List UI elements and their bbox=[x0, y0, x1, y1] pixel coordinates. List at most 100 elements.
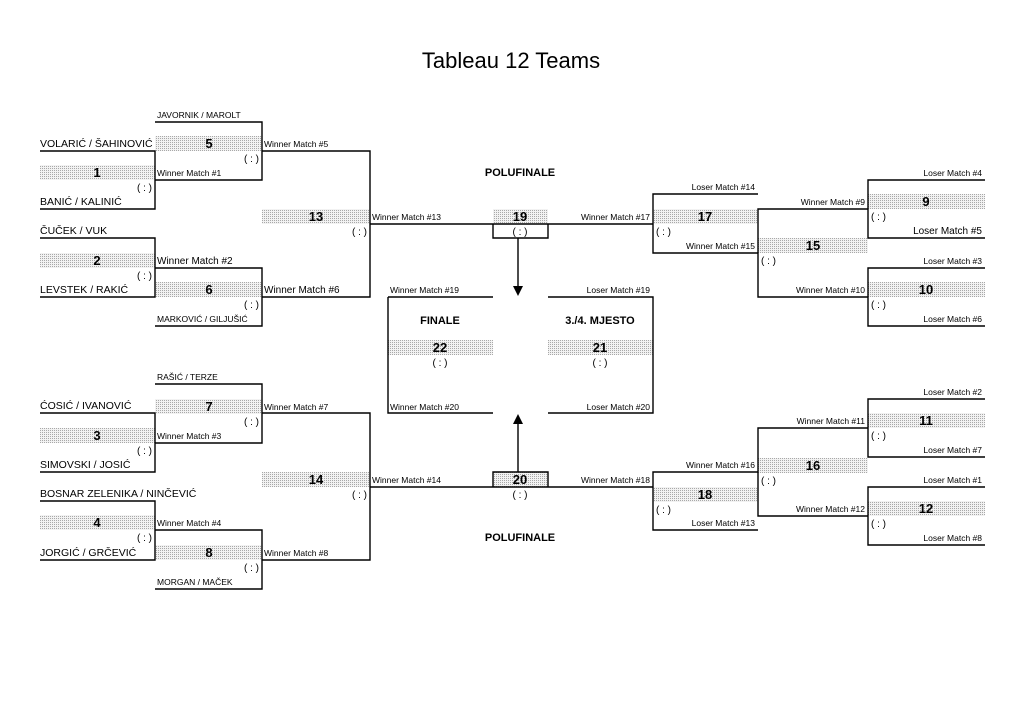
match-ref: Winner Match #17 bbox=[581, 212, 650, 222]
score-placeholder: ( : ) bbox=[137, 446, 152, 457]
match-ref: Loser Match #1 bbox=[923, 475, 982, 485]
match-number: 19 bbox=[513, 209, 527, 224]
match-number: 16 bbox=[806, 458, 820, 473]
match-number: 3 bbox=[93, 428, 100, 443]
score-placeholder: ( : ) bbox=[244, 563, 259, 574]
match-number: 13 bbox=[309, 209, 323, 224]
semifinal-label-top: POLUFINALE bbox=[485, 167, 555, 179]
score-placeholder: ( : ) bbox=[244, 154, 259, 165]
team-name: ĆOSIĆ / IVANOVIĆ bbox=[40, 399, 132, 412]
final-label: FINALE bbox=[420, 315, 460, 327]
score-placeholder: ( : ) bbox=[244, 417, 259, 428]
score-placeholder: ( : ) bbox=[761, 256, 776, 267]
scores: ( : ) ( : ) ( : ) ( : ) ( : ) ( : ) ( : … bbox=[137, 154, 886, 574]
team-name: MORGAN / MAČEK bbox=[157, 577, 233, 587]
match-number: 18 bbox=[698, 487, 712, 502]
score-placeholder: ( : ) bbox=[352, 227, 367, 238]
score-placeholder: ( : ) bbox=[656, 505, 671, 516]
team-name: BANIĆ / KALINIĆ bbox=[40, 195, 122, 208]
match-ref: Winner Match #2 bbox=[157, 256, 233, 267]
match-number: 9 bbox=[922, 194, 929, 209]
match-number: 14 bbox=[309, 472, 324, 487]
team-name: VOLARIĆ / ŠAHINOVIĆ bbox=[40, 137, 153, 150]
score-placeholder: ( : ) bbox=[513, 490, 528, 501]
match-ref: Winner Match #4 bbox=[157, 518, 222, 528]
score-placeholder: ( : ) bbox=[137, 271, 152, 282]
team-name: ČUČEK / VUK bbox=[40, 224, 107, 237]
match-ref: Winner Match #20 bbox=[390, 402, 459, 412]
match-ref: Loser Match #6 bbox=[923, 314, 982, 324]
match-number: 12 bbox=[919, 501, 933, 516]
team-name: LEVSTEK / RAKIĆ bbox=[40, 283, 129, 296]
team-name: JAVORNIK / MAROLT bbox=[157, 110, 241, 120]
match-number: 8 bbox=[205, 545, 212, 560]
match-number: 22 bbox=[433, 340, 447, 355]
match-ref: Winner Match #5 bbox=[264, 139, 329, 149]
arrow-up-icon bbox=[513, 414, 523, 424]
team-names: JAVORNIK / MAROLT VOLARIĆ / ŠAHINOVIĆ BA… bbox=[40, 110, 248, 587]
match-ref: Loser Match #8 bbox=[923, 533, 982, 543]
score-placeholder: ( : ) bbox=[513, 227, 528, 238]
semifinal-label-bottom: POLUFINALE bbox=[485, 532, 555, 544]
match-ref: Loser Match #20 bbox=[587, 402, 651, 412]
match-ref: Winner Match #16 bbox=[686, 460, 755, 470]
team-name: SIMOVSKI / JOSIĆ bbox=[40, 458, 131, 471]
team-name: JORGIĆ / GRČEVIĆ bbox=[40, 546, 137, 559]
team-name: MARKOVIĆ / GILJUŠIĆ bbox=[157, 314, 248, 324]
match-ref: Loser Match #4 bbox=[923, 168, 982, 178]
arrow-down-icon bbox=[513, 286, 523, 296]
score-placeholder: ( : ) bbox=[352, 490, 367, 501]
match-ref: Winner Match #6 bbox=[264, 285, 340, 296]
match-refs: Winner Match #1 Winner Match #2 Winner M… bbox=[157, 139, 982, 558]
match-number: 10 bbox=[919, 282, 933, 297]
score-placeholder: ( : ) bbox=[871, 431, 886, 442]
score-placeholder: ( : ) bbox=[244, 300, 259, 311]
score-placeholder: ( : ) bbox=[137, 533, 152, 544]
match-ref: Winner Match #7 bbox=[264, 402, 329, 412]
match-ref: Winner Match #9 bbox=[801, 197, 866, 207]
match-number: 21 bbox=[593, 340, 607, 355]
match-number: 15 bbox=[806, 238, 820, 253]
match-ref: Winner Match #18 bbox=[581, 475, 650, 485]
match-ref: Loser Match #14 bbox=[692, 182, 756, 192]
match-ref: Loser Match #2 bbox=[923, 387, 982, 397]
match-ref: Winner Match #19 bbox=[390, 285, 459, 295]
match-ref: Loser Match #5 bbox=[913, 226, 982, 237]
team-name: RAŠIĆ / TERZE bbox=[157, 372, 218, 382]
match-ref: Winner Match #14 bbox=[372, 475, 441, 485]
match-number: 5 bbox=[205, 136, 212, 151]
match-number: 17 bbox=[698, 209, 712, 224]
score-placeholder: ( : ) bbox=[871, 519, 886, 530]
match-ref: Loser Match #3 bbox=[923, 256, 982, 266]
match-ref: Winner Match #10 bbox=[796, 285, 865, 295]
match-ref: Winner Match #12 bbox=[796, 504, 865, 514]
third-place-label: 3./4. MJESTO bbox=[565, 315, 635, 327]
match-ref: Winner Match #13 bbox=[372, 212, 441, 222]
match-ref: Loser Match #19 bbox=[587, 285, 651, 295]
round-labels: POLUFINALE POLUFINALE FINALE 3./4. MJEST… bbox=[420, 167, 635, 544]
match-ref: Winner Match #11 bbox=[797, 416, 866, 426]
score-placeholder: ( : ) bbox=[871, 300, 886, 311]
match-ref: Winner Match #8 bbox=[264, 548, 329, 558]
arrow-heads bbox=[513, 286, 523, 424]
match-numbers: 1 2 3 4 5 6 7 8 13 14 19 20 22 21 17 18 … bbox=[93, 136, 933, 560]
bracket-lines bbox=[40, 121, 985, 590]
match-number: 4 bbox=[93, 515, 101, 530]
match-number: 7 bbox=[205, 399, 212, 414]
match-ref: Loser Match #7 bbox=[923, 445, 982, 455]
match-number: 2 bbox=[93, 253, 100, 268]
score-placeholder: ( : ) bbox=[656, 227, 671, 238]
match-number: 6 bbox=[205, 282, 212, 297]
match-ref: Winner Match #3 bbox=[157, 431, 222, 441]
match-number: 20 bbox=[513, 472, 527, 487]
match-number: 11 bbox=[919, 413, 933, 428]
score-placeholder: ( : ) bbox=[871, 212, 886, 223]
score-placeholder: ( : ) bbox=[761, 476, 776, 487]
match-ref: Winner Match #15 bbox=[686, 241, 755, 251]
match-ref: Loser Match #13 bbox=[692, 518, 756, 528]
team-name: BOSNAR ZELENIKA / NINČEVIĆ bbox=[40, 487, 197, 500]
page-title: Tableau 12 Teams bbox=[422, 48, 600, 73]
score-placeholder: ( : ) bbox=[433, 358, 448, 369]
match-shading bbox=[40, 136, 985, 560]
